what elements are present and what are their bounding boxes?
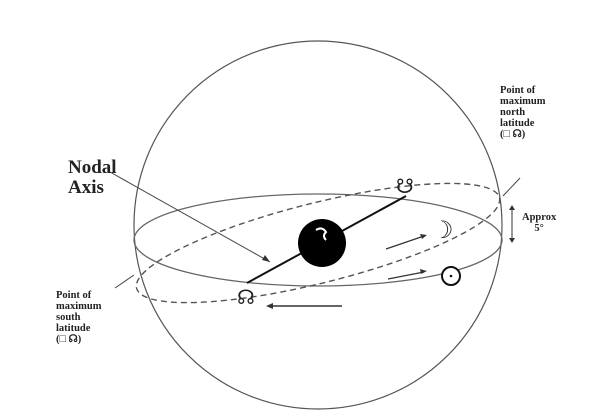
north-latitude-label: Point of maximum north latitude (□ ☊) — [500, 85, 546, 140]
nodal-axis-label: Nodal Axis — [68, 158, 117, 198]
label-line: maximum — [56, 301, 102, 313]
sun-motion-arrow — [387, 271, 425, 280]
sun-arrow-head — [420, 269, 427, 274]
label-line: Point of — [56, 290, 92, 301]
earth-symbol — [315, 227, 328, 241]
label-line: Axis — [68, 176, 104, 198]
label-line: Approx — [522, 212, 557, 223]
moon-arrow-head — [420, 234, 427, 239]
nodal-axis-pointer-head — [262, 255, 270, 262]
label-line: maximum — [500, 96, 546, 108]
label-line: (□ ☊) — [56, 334, 82, 346]
south-node-icon: ☋ — [396, 174, 414, 198]
earth-icon — [298, 219, 346, 267]
approx-label: Approx 5° — [522, 212, 556, 234]
node-arrow-head — [266, 303, 273, 309]
south-pointer — [114, 274, 135, 289]
label-line: north — [500, 107, 526, 119]
label-line: south — [56, 312, 81, 324]
south-latitude-label: Point of maximum south latitude (□ ☊) — [56, 290, 102, 345]
north-node-icon: ☊ — [237, 285, 255, 309]
lunar-orbit — [135, 182, 501, 304]
moon-icon: ☽ — [432, 216, 454, 244]
label-line: (□ ☊) — [500, 129, 526, 141]
label-line: latitude — [56, 323, 91, 335]
label-line: Nodal — [68, 157, 117, 178]
label-line: latitude — [500, 118, 535, 130]
ecliptic-orbit — [133, 193, 503, 287]
celestial-sphere — [133, 40, 503, 410]
label-line: Point of — [500, 85, 536, 96]
label-line: 5° — [534, 223, 544, 235]
moon-motion-arrow — [385, 235, 425, 250]
nodal-axis-pointer — [109, 171, 271, 263]
north-pointer — [502, 177, 521, 197]
sun-dot — [449, 274, 453, 278]
